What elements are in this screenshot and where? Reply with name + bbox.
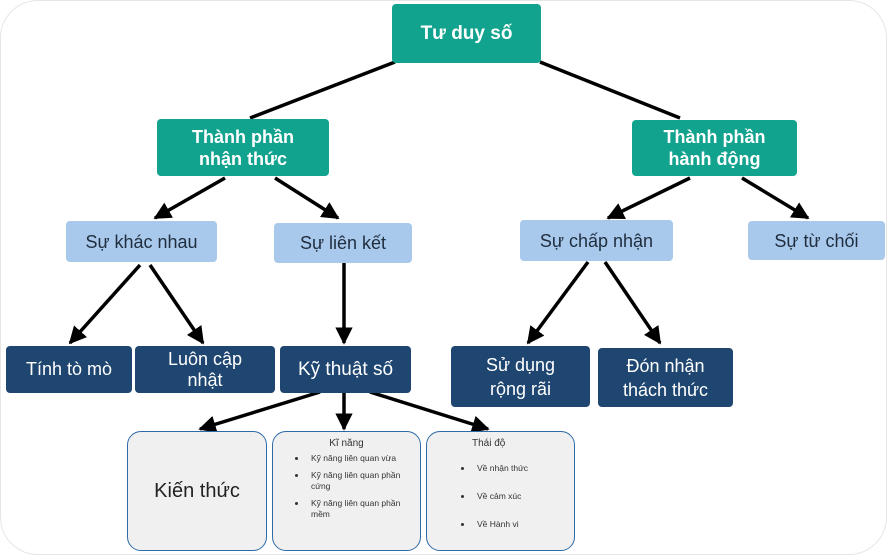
edge-action-acceptance [606,176,691,220]
node-curiosity: Tính tò mò [6,346,132,393]
node-always-updated: Luôn cập nhật [135,346,275,393]
edge-difference-curiosity [68,263,142,345]
edge-root-cognitive [249,60,396,120]
card-skills: Kĩ năng Kỹ năng liên quan vừa Kỹ năng li… [272,431,421,551]
node-root: Tư duy số [392,4,541,63]
attitude-list: Về nhận thức Về cảm xúc Về Hành vi [427,463,574,530]
edge-digital-knowledge [198,390,321,433]
edge-difference-updated [148,264,205,345]
edge-cognitive-connection [274,176,340,220]
node-embrace-challenges: Đón nhận thách thức [598,348,733,407]
attitude-item: Về nhận thức [473,463,574,474]
node-cognitive-component: Thành phần nhận thức [157,119,329,176]
attitude-item: Về cảm xúc [473,491,574,502]
skill-item: Kỹ năng liên quan vừa [307,453,420,464]
skill-item: Kỹ năng liên quan phần mềm [307,498,420,520]
edge-digital-attitude [369,390,490,433]
node-acceptance: Sự chấp nhận [520,220,673,261]
edge-acceptance-widespread [526,260,590,345]
card-knowledge: Kiến thức [127,431,267,551]
skills-title: Kĩ năng [329,438,364,449]
edge-cognitive-difference [153,176,226,220]
skill-item: Kỹ năng liên quan phần cứng [307,470,420,492]
edge-action-rejection [741,176,810,220]
node-difference: Sự khác nhau [66,221,217,262]
attitude-item: Về Hành vi [473,519,574,530]
skills-list: Kỹ năng liên quan vừa Kỹ năng liên quan … [273,453,420,520]
edge-root-action [539,60,681,120]
node-connection: Sự liên kết [274,223,412,263]
node-digital-technique: Kỹ thuật số [280,346,411,393]
card-attitude: Thái độ Về nhận thức Về cảm xúc Về Hành … [426,431,575,551]
node-rejection: Sự từ chối [748,221,885,260]
edge-acceptance-challenges [603,261,662,345]
attitude-title: Thái độ [472,438,506,449]
node-action-component: Thành phần hành động [632,120,797,176]
node-widespread-use: Sử dụng rộng rãi [451,346,590,407]
